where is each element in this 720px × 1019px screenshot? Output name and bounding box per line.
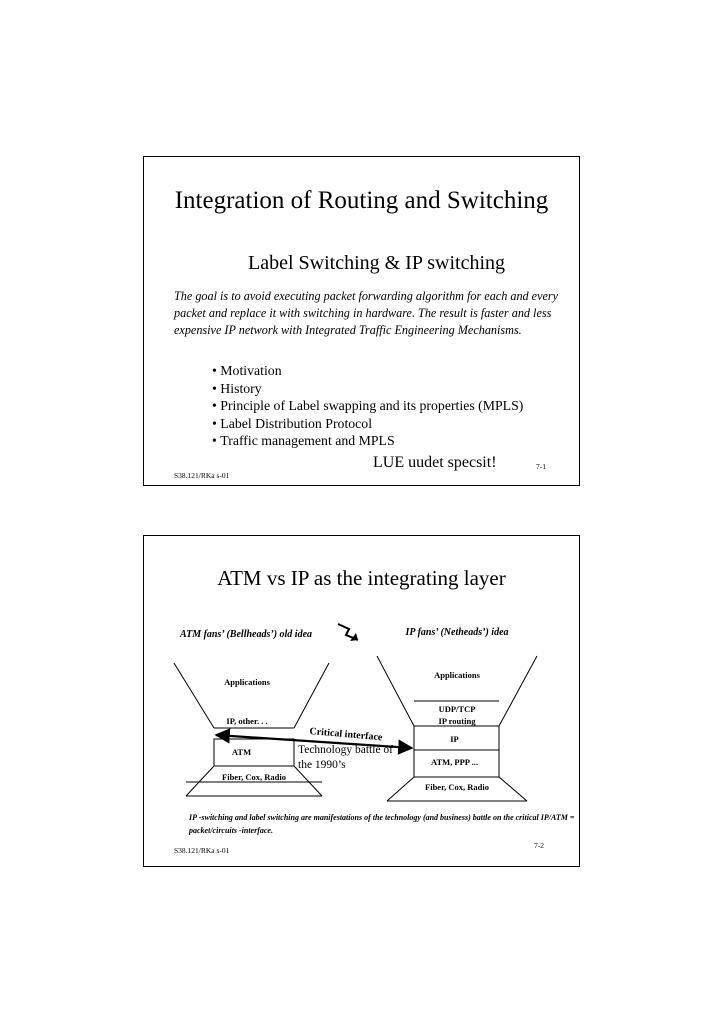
right-udp-tcp-label: UDP/TCP [438,704,476,714]
page-number: 7-1 [536,462,546,471]
footer-course-code: S38.121/RKa s-01 [174,846,230,855]
list-item: Principle of Label swapping and its prop… [212,397,523,415]
protocol-stack-diagram [173,623,538,802]
slide-subtitle: Label Switching & IP switching [247,252,505,274]
right-physical-label: Fiber, Cox, Radio [425,782,489,792]
left-ip-other-label: IP, other. . . [226,716,268,726]
list-item: Motivation [212,362,523,380]
slide-caption: IP -switching and label switching are ma… [189,813,575,835]
slide-title: ATM vs IP as the integrating layer [217,566,506,590]
list-item: Label Distribution Protocol [212,415,523,433]
slide-title: Integration of Routing and Switching [174,187,549,214]
right-atm-ppp-label: ATM, PPP ... [430,757,479,767]
critical-interface-arrow [214,728,414,755]
list-item: Traffic management and MPLS [212,432,523,450]
ip-hourglass-stack [376,655,538,802]
right-applications-label: Applications [434,670,480,680]
update-note: LUE uudet specsit! [373,454,497,471]
topic-list: Motivation History Principle of Label sw… [212,362,523,450]
page-number: 7-2 [534,841,544,850]
left-applications-label: Applications [224,677,270,687]
atm-fans-label: ATM fans’ (Bellheads’) old idea [179,629,313,640]
left-physical-label: Fiber, Cox, Radio [222,772,286,782]
atm-hourglass-stack [173,662,330,797]
list-item: History [212,380,523,398]
slide-1: Integration of Routing and Switching Lab… [143,156,580,486]
right-ip-label: IP [450,734,459,744]
slide-2: ATM vs IP as the integrating layer [143,535,580,867]
technology-battle-label: Technology battle of the 1990’s [298,744,393,771]
right-ip-routing-label: IP routing [438,716,476,726]
lightning-bolt-icon [337,623,359,641]
left-atm-label: ATM [231,747,252,757]
intro-paragraph: The goal is to avoid executing packet fo… [174,289,559,337]
ip-fans-label: IP fans’ (Netheads’) idea [405,627,509,638]
footer-course-code: S38.121/RKa s-01 [174,471,230,480]
